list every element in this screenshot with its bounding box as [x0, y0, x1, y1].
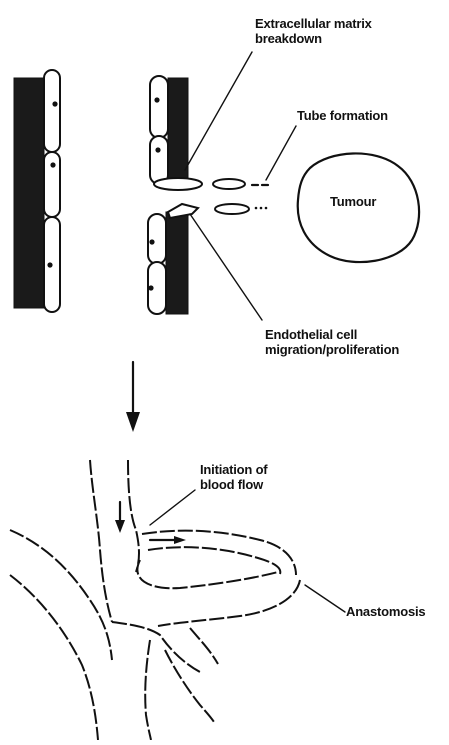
tube-leader-line: [266, 126, 296, 180]
ecm-label-line1: Extracellular matrix: [255, 16, 372, 31]
vessel-chain: [158, 580, 300, 626]
sprout-dot: [260, 207, 263, 210]
flow-leader-line: [150, 490, 195, 525]
vessel-chain: [145, 640, 151, 740]
endothelial-label-line1: Endothelial cell: [265, 327, 399, 342]
endothelial-label: Endothelial cell migration/proliferation: [265, 327, 399, 357]
sprout-cell: [213, 179, 245, 189]
endothelial-leader-line: [190, 214, 262, 320]
vessel-chain: [190, 628, 218, 664]
tube-formation-label: Tube formation: [297, 108, 388, 123]
blood-flow-label: Initiation of blood flow: [200, 462, 267, 492]
anastomosis-label: Anastomosis: [346, 604, 425, 619]
anastomosis-leader-line: [305, 585, 345, 612]
ecm-label: Extracellular matrix breakdown: [255, 16, 372, 46]
sprout-dot: [255, 207, 258, 210]
blood-flow-label-line2: blood flow: [200, 477, 267, 492]
flow-arrow-head: [174, 536, 186, 544]
nucleus: [149, 239, 154, 244]
vessel-chain: [112, 622, 200, 672]
vessel-chain: [10, 530, 112, 660]
right-vessel-cell: [150, 136, 168, 184]
sprout-cell: [168, 204, 198, 218]
nucleus: [154, 97, 159, 102]
vessel-chain: [90, 460, 112, 622]
vessel-network: [10, 460, 300, 740]
blood-flow-label-line1: Initiation of: [200, 462, 267, 477]
right-vessel-cell: [148, 214, 166, 264]
nucleus: [47, 262, 52, 267]
sprout-dot: [265, 207, 268, 210]
ecm-leader-line: [185, 52, 252, 170]
ecm-label-line2: breakdown: [255, 31, 372, 46]
flow-arrow-head: [115, 520, 125, 533]
left-vessel-cell: [44, 70, 60, 152]
nucleus: [52, 101, 57, 106]
right-vessel-wall-upper: [168, 78, 188, 188]
left-vessel: [14, 70, 60, 312]
right-vessel-cell: [150, 76, 168, 138]
nucleus: [155, 147, 160, 152]
vessel-chain: [128, 460, 139, 572]
sprout-cell: [215, 204, 249, 214]
transition-arrow-head: [126, 412, 140, 432]
endothelial-label-line2: migration/proliferation: [265, 342, 399, 357]
right-vessel: [148, 76, 188, 314]
tumour-label: Tumour: [330, 194, 376, 209]
sprout: [154, 178, 268, 218]
vessel-chain: [137, 560, 278, 588]
sprout-cell: [154, 178, 202, 190]
nucleus: [50, 162, 55, 167]
left-vessel-wall: [14, 78, 44, 308]
vessel-chain: [148, 547, 280, 574]
right-vessel-wall-lower: [166, 212, 188, 314]
vessel-chain: [10, 575, 98, 740]
left-vessel-cell: [44, 152, 60, 217]
vessel-chain: [142, 531, 296, 575]
nucleus: [148, 285, 153, 290]
vessel-chain: [165, 650, 214, 722]
